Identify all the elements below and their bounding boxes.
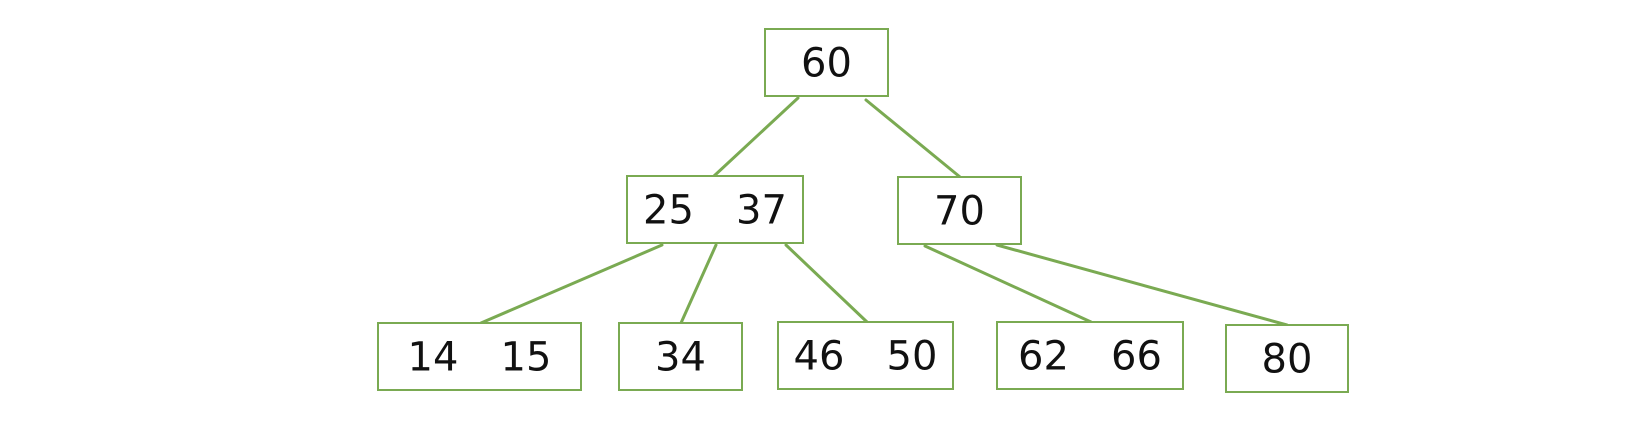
node-box: [377, 322, 582, 391]
node-key: 46: [794, 334, 845, 380]
node-box: [777, 321, 954, 390]
node-key: 37: [736, 188, 787, 234]
tree-node-n-62-66: 62 66: [996, 321, 1184, 390]
edge-n-25-37-to-n-46-50: [784, 243, 869, 324]
node-key: 62: [1018, 334, 1069, 380]
node-key: 14: [408, 335, 459, 381]
edge-n-70-to-n-62-66: [923, 244, 1093, 324]
edge-n-25-37-to-n-14-15: [479, 243, 664, 325]
node-key: 66: [1111, 334, 1162, 380]
node-key: 25: [643, 188, 694, 234]
node-box: [618, 322, 743, 391]
node-key: 34: [655, 335, 706, 381]
tree-node-n-34: 34: [618, 322, 743, 391]
edge-n-70-to-n-80: [995, 243, 1289, 327]
edge-root-to-n-25-37: [712, 96, 800, 178]
node-key: 70: [934, 189, 985, 235]
tree-node-n-70: 70: [897, 176, 1022, 245]
edge-n-25-37-to-n-34: [679, 243, 718, 325]
tree-node-n-14-15: 14 15: [377, 322, 582, 391]
node-box: [626, 175, 804, 244]
node-box: [1225, 324, 1349, 393]
node-box: [996, 321, 1184, 390]
tree-node-n-80: 80: [1225, 324, 1349, 393]
tree-node-root: 60: [764, 28, 889, 97]
node-key: 15: [501, 335, 552, 381]
node-box: [764, 28, 889, 97]
tree-node-n-46-50: 46 50: [777, 321, 954, 390]
edge-root-to-n-70: [864, 98, 962, 179]
node-box: [897, 176, 1022, 245]
node-key: 50: [887, 334, 938, 380]
node-key: 80: [1262, 337, 1313, 383]
tree-node-n-25-37: 25 37: [626, 175, 804, 244]
node-key: 60: [801, 41, 852, 87]
tree-edges: [479, 96, 1289, 327]
tree-nodes: 60 25 37 70 14 15 34 46 50 62 66 80: [377, 28, 1349, 393]
